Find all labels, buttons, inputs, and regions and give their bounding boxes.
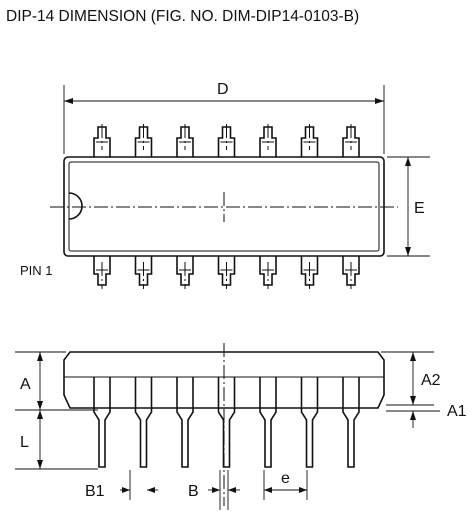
dimension-B1-arrow-right [147,487,155,493]
dimension-A2-arrow-top [410,352,416,361]
side-view: A L A2 A1 B1 B e [15,343,467,510]
top-pin-upper [176,124,194,157]
dimension-e-arrow-right [299,487,307,493]
dimension-L-arrow-bottom [37,460,43,469]
dimension-E-label: E [414,200,425,217]
dimension-D-arrow-right [375,98,384,104]
top-pin-upper [300,124,319,157]
dimension-D-arrow-left [64,98,73,104]
top-pin-lower [93,256,111,289]
dimension-e-arrow-left [264,487,272,493]
top-pin-upper [342,124,360,157]
dimension-A2-arrow-bottom [410,396,416,405]
dimension-A1-label: A1 [447,403,467,420]
dimension-A-arrow-top [37,352,43,361]
top-pin-upper [259,124,277,157]
dimension-A-label: A [20,376,31,393]
top-pin-upper [217,124,236,157]
dimension-L-label: L [20,434,29,451]
dimension-E-arrow-bottom [405,247,411,256]
side-pin [259,377,277,468]
side-pin [176,377,194,468]
top-pin-lower [134,256,153,289]
side-pin [134,377,153,468]
side-pin [342,377,360,468]
top-pin-lower [342,256,360,289]
dimension-B1-arrow-left [122,487,130,493]
dimension-E-arrow-top [405,157,411,166]
dimension-e-label: e [281,470,290,487]
top-pin-lower [259,256,277,289]
figure-title: DIP-14 DIMENSION (FIG. NO. DIM-DIP14-010… [6,8,359,25]
pin1-label: PIN 1 [20,263,53,278]
dimension-B1-label: B1 [85,483,105,500]
pin1-notch [68,192,83,220]
top-pin-upper [93,124,111,157]
side-body-outline [63,351,385,409]
side-pin [217,377,236,468]
dimension-D-label: D [217,81,229,98]
dimension-L-arrow-top [37,410,43,419]
dimension-B-arrow-left [212,487,220,493]
top-pins-lower [93,256,360,289]
top-pin-lower [300,256,319,289]
side-pin [300,377,319,468]
dimension-A2-label: A2 [421,372,441,389]
dimension-A-arrow-bottom [37,401,43,410]
dimension-B-arrow-right [228,487,236,493]
dimension-A1-arrow [410,411,416,420]
side-pin [93,377,111,468]
top-pin-lower [176,256,194,289]
top-pin-lower [217,256,236,289]
side-pins [93,377,360,468]
top-pins-upper [93,124,360,157]
top-view: D E PIN 1 [20,81,430,289]
dimension-B-label: B [188,483,199,500]
top-pin-upper [134,124,153,157]
